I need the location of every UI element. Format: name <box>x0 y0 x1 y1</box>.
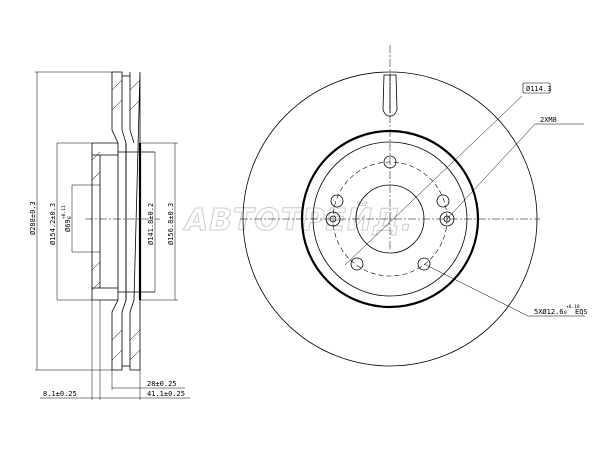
dim-hat-diameter: Ø154.2±0.3 <box>49 203 57 245</box>
label-bolt-tol-lower: 0 <box>564 310 567 316</box>
watermark: АВТОТРЕЙД. <box>183 202 413 238</box>
label-bolt-tol-upper: +0.18 <box>566 304 580 310</box>
label-bolt-holes: 5XØ12.6 <box>534 308 564 316</box>
label-bolt-eqs: EQS <box>575 308 588 316</box>
dim-bore-tol-lower: 0 <box>67 216 73 219</box>
dim-bore-tol-upper: +0.11 <box>61 205 67 219</box>
thread-holes <box>325 211 455 227</box>
vent-notch <box>382 74 398 117</box>
dim-total-height: 41.1±0.25 <box>147 390 185 398</box>
dim-bore-diameter: Ø69 <box>64 219 72 232</box>
dim-inner-diameter-2: Ø156.8±0.3 <box>167 203 175 245</box>
outer-cheek <box>111 71 127 371</box>
label-pcd: Ø114.3 <box>526 85 551 93</box>
hat-section <box>91 142 118 301</box>
section-view: Ø288±0.3 Ø154.2±0.3 Ø69 +0.11 0 Ø141.8±0… <box>29 71 190 400</box>
dim-outer-diameter: Ø288±0.3 <box>29 201 37 235</box>
inner-cheek <box>129 71 141 371</box>
dim-thickness: 28±0.25 <box>147 380 177 388</box>
bolt-holes <box>330 155 450 271</box>
front-view: Ø114.3 2XM8 5XØ12.6 +0.18 0 EQS <box>240 45 588 367</box>
dim-hat-offset: 8.1±0.25 <box>43 390 77 398</box>
label-threads: 2XM8 <box>540 116 557 124</box>
dim-inner-diameter-1: Ø141.8±0.2 <box>147 203 155 245</box>
